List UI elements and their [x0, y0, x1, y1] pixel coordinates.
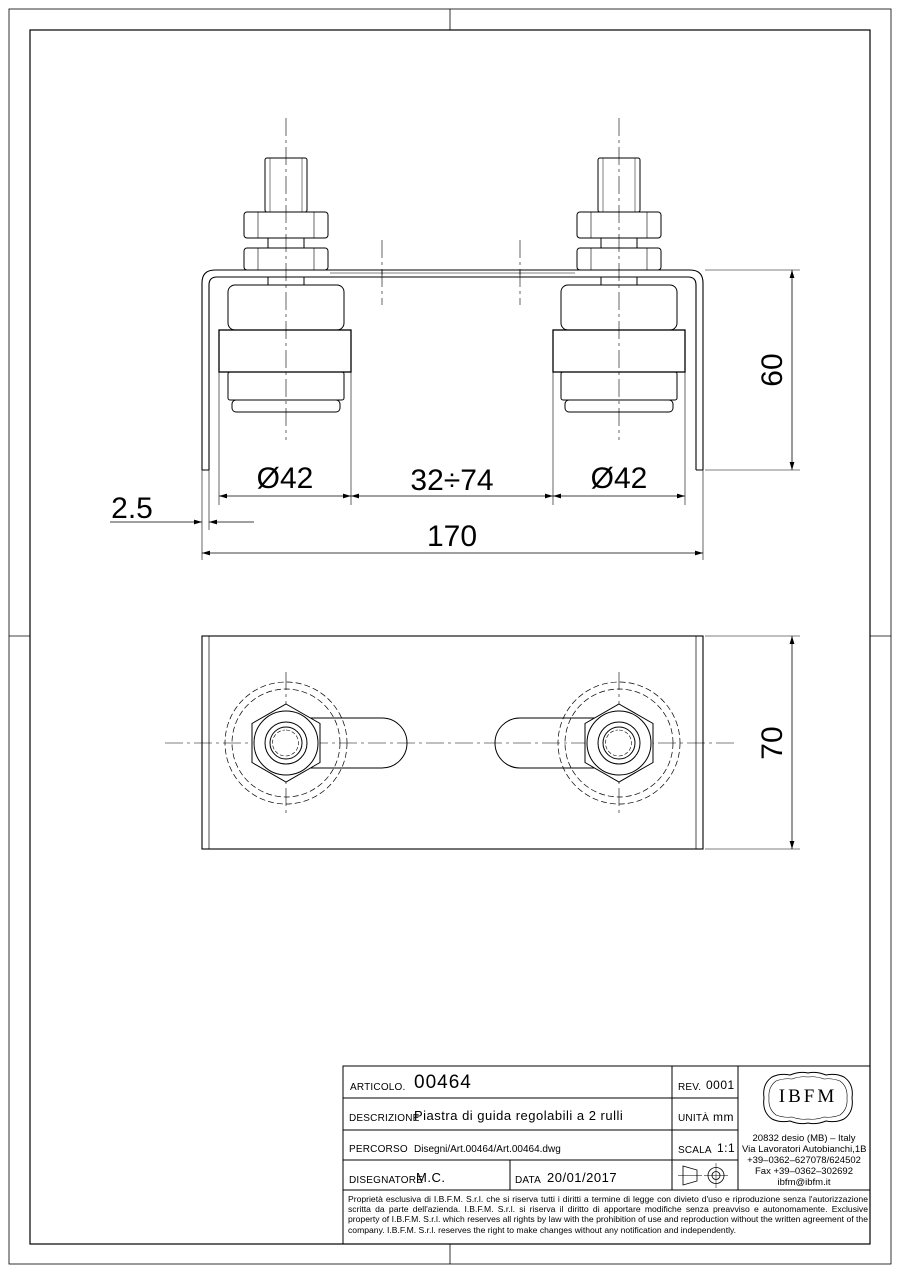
data-label: DATA: [515, 1175, 541, 1186]
dim-depth-70: 70: [756, 726, 789, 759]
dim-plate-thickness: 2.5: [111, 492, 153, 525]
address-line-1: 20832 desio (MB) – Italy: [752, 1133, 856, 1144]
company-email: ibfm@ibfm.it: [777, 1177, 831, 1188]
top-view: [165, 635, 800, 850]
scala-label: SCALA: [678, 1145, 712, 1156]
front-centerlines: [285, 118, 620, 440]
dim-height-60: 60: [756, 353, 789, 386]
front-view: [110, 118, 800, 560]
rev-value: 0001: [706, 1078, 735, 1092]
unita-value: mm: [713, 1110, 734, 1124]
dim-roller-diameter-left: Ø42: [257, 462, 314, 495]
company-address: 20832 desio (MB) – Italy Via Lavoratori …: [742, 1133, 866, 1188]
articolo-label: ARTICOLO.: [350, 1082, 406, 1093]
left-roller-assembly: [218, 157, 352, 413]
front-extension-lines: [201, 269, 800, 560]
unita-label: UNITÀ: [678, 1113, 709, 1124]
left-slot: [286, 717, 408, 769]
legal-disclaimer: Proprietà esclusiva di I.B.F.M. S.r.l. c…: [348, 1194, 868, 1235]
descrizione-value: Piastra di guida regolabili a 2 rulli: [414, 1108, 624, 1123]
disegnatore-label: DISEGNATORE: [349, 1175, 424, 1186]
disegnatore-value: M.C.: [416, 1170, 446, 1185]
scala-value: 1:1: [717, 1141, 736, 1155]
company-phone: +39–0362–627078/624502: [747, 1155, 861, 1166]
company-logo: IBFM: [760, 1072, 856, 1124]
dim-roller-diameter-right: Ø42: [591, 462, 648, 495]
title-block-grid: [342, 1065, 871, 1245]
company-logo-text: IBFM: [778, 1086, 838, 1107]
left-nut-top: [251, 703, 321, 783]
right-roller-assembly: [552, 157, 686, 413]
descrizione-label: DESCRIZIONE: [349, 1113, 420, 1124]
base-plate: [201, 635, 704, 850]
right-slot: [494, 717, 619, 769]
right-nut-top: [584, 703, 654, 783]
percorso-label: PERCORSO: [349, 1144, 408, 1155]
articolo-value: 00464: [414, 1072, 472, 1093]
percorso-value: Disegni/Art.00464/Art.00464.dwg: [414, 1144, 561, 1155]
dim-adjustment-range: 32÷74: [410, 464, 493, 497]
first-angle-projection-icon: [678, 1163, 728, 1188]
rev-label: REV.: [678, 1082, 702, 1093]
u-plate: [201, 269, 704, 470]
dim-total-width: 170: [427, 520, 477, 553]
data-value: 20/01/2017: [547, 1170, 618, 1185]
company-logo-frame: [763, 1071, 853, 1125]
front-dimension-lines: [110, 270, 795, 556]
company-fax: Fax +39–0362–302692: [755, 1166, 853, 1177]
address-line-2: Via Lavoratori Autobianchi,1B: [742, 1144, 867, 1155]
